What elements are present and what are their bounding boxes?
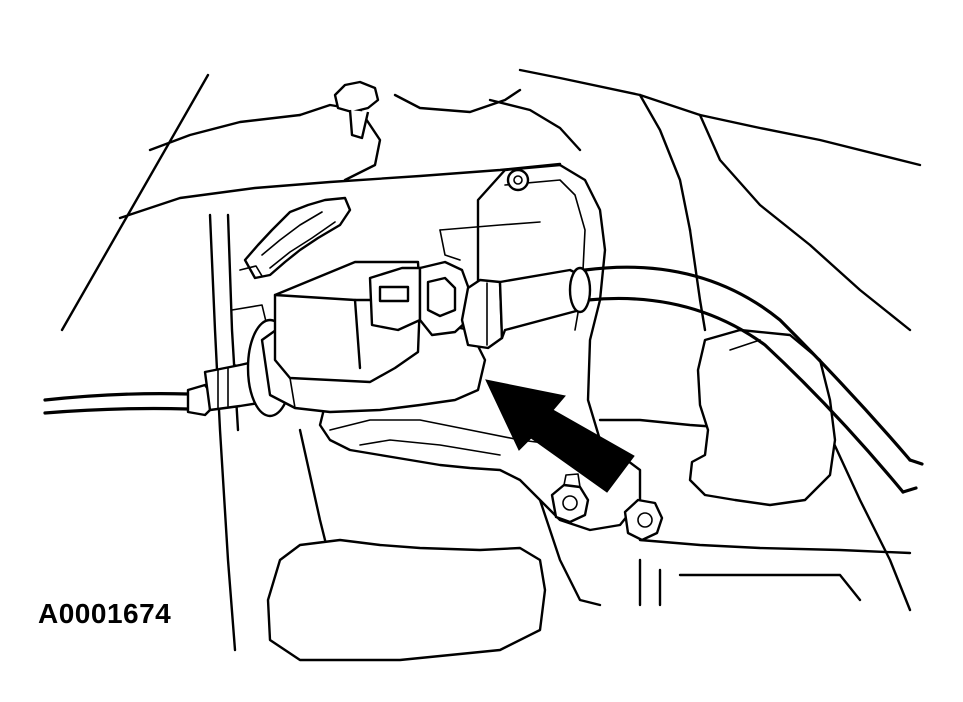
wire-right [583, 265, 924, 494]
wire-left [43, 383, 212, 417]
figure-id-label: A0001674 [38, 598, 172, 629]
arrow-icon [485, 379, 635, 493]
bolt-lower-left [550, 473, 590, 524]
push-pin-clip [333, 80, 380, 140]
lower-cover [266, 538, 547, 662]
sensor-connector-assembly [203, 260, 592, 418]
harness-clip [239, 196, 352, 280]
rubber-grommet [688, 328, 837, 507]
bolt-upper [506, 168, 530, 192]
bolt-lower-right [623, 498, 664, 542]
